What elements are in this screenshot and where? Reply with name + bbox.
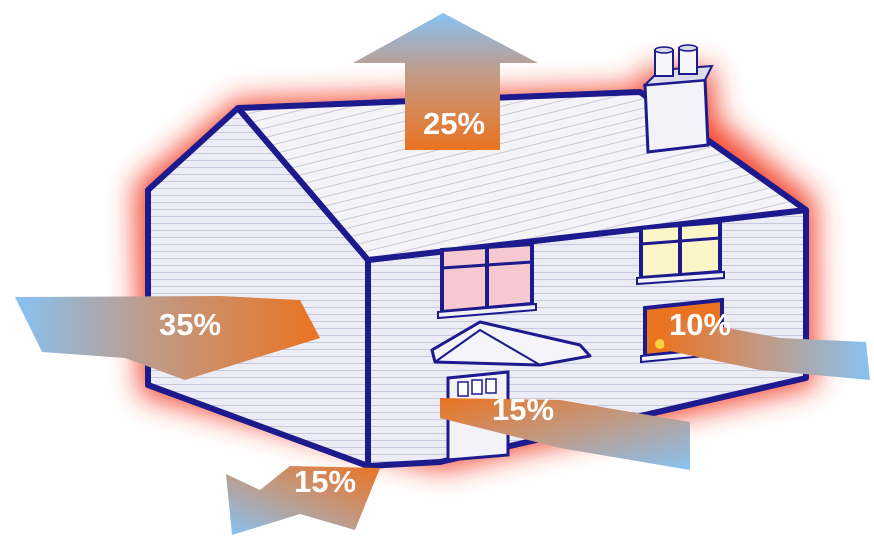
window-upper-left	[437, 241, 537, 320]
chimney	[642, 44, 714, 154]
arrow-floor	[226, 466, 380, 535]
percentage-labels: 25% 35% 10% 15% 15%	[159, 106, 731, 499]
windows-loss-label: 10%	[669, 307, 731, 342]
walls-loss-label: 35%	[159, 307, 221, 342]
arrow-windows	[660, 315, 870, 380]
heat-loss-arrows	[15, 13, 870, 535]
arrow-walls	[15, 296, 320, 380]
doors-loss-label: 15%	[492, 392, 554, 427]
arrow-doors	[440, 398, 690, 470]
roof-loss-label: 25%	[423, 106, 485, 141]
window-upper-right	[636, 219, 725, 286]
arrow-roof	[353, 13, 538, 150]
floor-loss-label: 15%	[294, 464, 356, 499]
